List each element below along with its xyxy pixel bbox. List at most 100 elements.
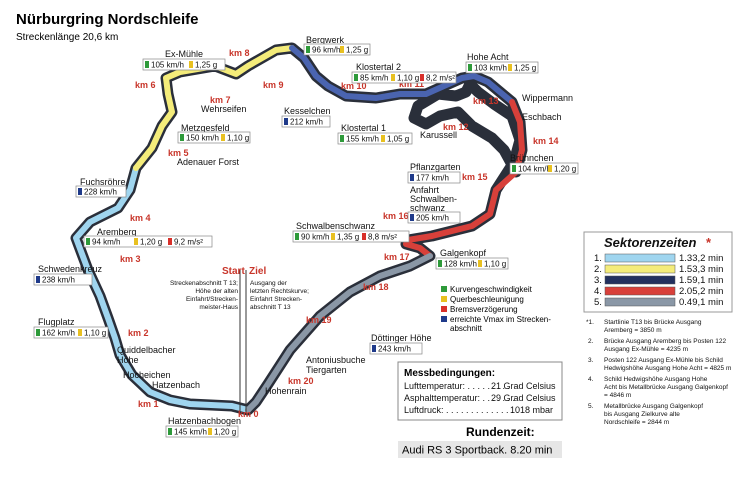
- km-7-label: km 7: [210, 95, 231, 105]
- track-line: [70, 42, 528, 416]
- schwalbenschwanz-g: 1,35 g: [337, 233, 359, 242]
- km-6-label: km 6: [135, 80, 156, 90]
- ex-muehle-speed: 105 km/h: [151, 61, 184, 70]
- place-schwedenkreuz: Schwedenkreuz: [38, 264, 103, 274]
- svg-text:3.: 3.: [588, 357, 594, 364]
- legend-swatch-red: [441, 306, 447, 312]
- schwalbenschwanz-brake: 8,8 m/s²: [368, 233, 397, 242]
- place-pflanzgarten: Pflanzgarten: [410, 162, 461, 172]
- tag-hatzenbachbogen: [165, 425, 239, 438]
- place-anfahrt-3: schwanz: [410, 203, 446, 213]
- place-quiddelbacher-hoehe: Höhe: [117, 355, 139, 365]
- place-anfahrt: Anfahrt: [410, 185, 440, 195]
- km-1-label: km 1: [138, 399, 159, 409]
- place-galgenkopf: Galgenkopf: [440, 248, 487, 258]
- pflanzgarten-speed: 177 km/h: [416, 174, 449, 183]
- schwedenkreuz-speed: 238 km/h: [42, 276, 75, 285]
- hatzenbachbogen-speed: 145 km/h: [174, 428, 207, 437]
- messbedingungen-panel: Messbedingungen: Lufttemperatur: . . . .…: [397, 361, 563, 421]
- svg-text:Brücke Ausgang Aremberg bis Po: Brücke Ausgang Aremberg bis Posten 122: [604, 338, 727, 345]
- doettinger-speed: 243 km/h: [378, 345, 411, 354]
- svg-text:4.: 4.: [588, 376, 594, 383]
- place-kesselchen: Kesselchen: [284, 106, 331, 116]
- km-18-label: km 18: [363, 282, 389, 292]
- hatzenbachbogen-g: 1,20 g: [214, 428, 236, 437]
- schwalbenschwanz-speed: 90 km/h: [301, 233, 329, 242]
- sektor-3-swatch: [604, 275, 676, 285]
- flugplatz-speed: 162 km/h: [42, 329, 75, 338]
- svg-text:bis Ausgang Zielkurve alte: bis Ausgang Zielkurve alte: [604, 411, 680, 418]
- place-wehrseifen: Wehrseifen: [201, 104, 246, 114]
- rundenzeit-value: Audi RS 3 Sportback. 8.20 min: [402, 445, 552, 457]
- tag-galgenkopf: [435, 257, 509, 270]
- legend-kurven: Kurvengeschwindigkeit: [450, 285, 533, 294]
- place-wippermann: Wippermann: [522, 93, 573, 103]
- legend-swatch-green: [441, 286, 447, 292]
- km-3-label: km 3: [120, 254, 141, 264]
- svg-text:meister-Haus: meister-Haus: [199, 304, 238, 311]
- map-subtitle: Streckenlänge 20,6 km: [16, 32, 118, 43]
- place-klostertal1: Klostertal 1: [341, 123, 386, 133]
- sektor-3-time: 1.59,1 min: [679, 275, 723, 286]
- km-9-label: km 9: [263, 80, 284, 90]
- place-adenauer-forst: Adenauer Forst: [177, 157, 240, 167]
- place-hohe-acht: Hohe Acht: [467, 52, 509, 62]
- sektor-1-time: 1.33,2 min: [679, 253, 723, 264]
- tag-schwalben: [407, 211, 461, 224]
- sektor-2-num: 2.: [594, 264, 602, 275]
- legend-swatch-yellow: [441, 296, 447, 302]
- sektor-5-num: 5.: [594, 297, 602, 308]
- svg-text:letzten Rechtskurve;: letzten Rechtskurve;: [250, 288, 309, 295]
- km-4-label: km 4: [130, 213, 151, 223]
- place-schwalbenschwanz: Schwalbenschwanz: [296, 221, 376, 231]
- mess-title: Messbedingungen:: [404, 368, 495, 379]
- mess-druck-value: 1018 mbar: [510, 405, 553, 415]
- km-2-label: km 2: [128, 328, 149, 338]
- hohe-acht-g: 1,25 g: [514, 64, 536, 73]
- ziel-label: Ziel: [249, 266, 266, 277]
- sektor-4-num: 4.: [594, 286, 602, 297]
- tag-doettinger: [369, 342, 423, 355]
- svg-text:Einfahrt Strecken-: Einfahrt Strecken-: [250, 296, 302, 303]
- mess-druck-label: Luftdruck: . . . . . . . . . . . . . . .: [404, 405, 519, 415]
- start-note: Streckenabschnitt T 13; Höhe der alten E…: [170, 280, 239, 311]
- km-16-label: km 16: [383, 211, 409, 221]
- kesselchen-speed: 212 km/h: [290, 118, 323, 127]
- galgenkopf-speed: 128 km/h: [444, 260, 477, 269]
- tag-bruennchen: [509, 162, 579, 175]
- svg-text:Nordschleife = 2844 m: Nordschleife = 2844 m: [604, 419, 669, 426]
- legend-swatch-blue: [441, 316, 447, 322]
- metzgesfeld-g: 1,10 g: [227, 134, 249, 143]
- tag-kesselchen: [281, 115, 331, 128]
- bruennchen-speed: 104 km/h: [518, 165, 551, 174]
- ex-muehle-g: 1,25 g: [195, 61, 217, 70]
- svg-text:Startlinie T13 bis Brücke Ausg: Startlinie T13 bis Brücke Ausgang: [604, 319, 702, 326]
- tag-metzgesfeld: [177, 131, 251, 144]
- legend-quer: Querbeschleunigung: [450, 295, 524, 304]
- klostertal1-speed: 155 km/h: [346, 135, 379, 144]
- sektor-5-time: 0.49,1 min: [679, 297, 723, 308]
- sektor-1-swatch: [604, 253, 676, 263]
- schwalben-speed: 205 km/h: [416, 214, 449, 223]
- svg-text:abschnitt T 13: abschnitt T 13: [250, 304, 291, 311]
- km-20-label: km 20: [288, 376, 314, 386]
- footnotes: *1. Startlinie T13 bis Brücke Ausgang Ar…: [586, 319, 731, 426]
- tag-flugplatz: [33, 326, 109, 339]
- hohe-acht-speed: 103 km/h: [474, 64, 507, 73]
- km-17-label: km 17: [384, 252, 410, 262]
- svg-text:Posten 122 Ausgang Ex-Mühle bi: Posten 122 Ausgang Ex-Mühle bis Schild: [604, 357, 723, 364]
- place-metzgesfeld: Metzgesfeld: [181, 123, 230, 133]
- place-hatzenbach: Hatzenbach: [152, 380, 200, 390]
- sektor-2-time: 1.53,3 min: [679, 264, 723, 275]
- tag-ex-muehle: [142, 58, 226, 71]
- legend-vmax-2: abschnitt: [450, 324, 483, 333]
- mess-luft-label: Lufttemperatur: . . . . . . . . .: [404, 381, 510, 391]
- tag-bergwerk: [303, 43, 371, 56]
- km-13-label: km 13: [473, 96, 499, 106]
- svg-text:5.: 5.: [588, 403, 594, 410]
- sektoren-panel: Sektorenzeiten * 1. 1.33,2 min 2. 1.53,3…: [583, 231, 733, 313]
- rundenzeit-title: Rundenzeit:: [466, 425, 535, 439]
- map-title: Nürburgring Nordschleife: [16, 11, 199, 28]
- svg-text:Einfahrt/Strecken-: Einfahrt/Strecken-: [186, 296, 238, 303]
